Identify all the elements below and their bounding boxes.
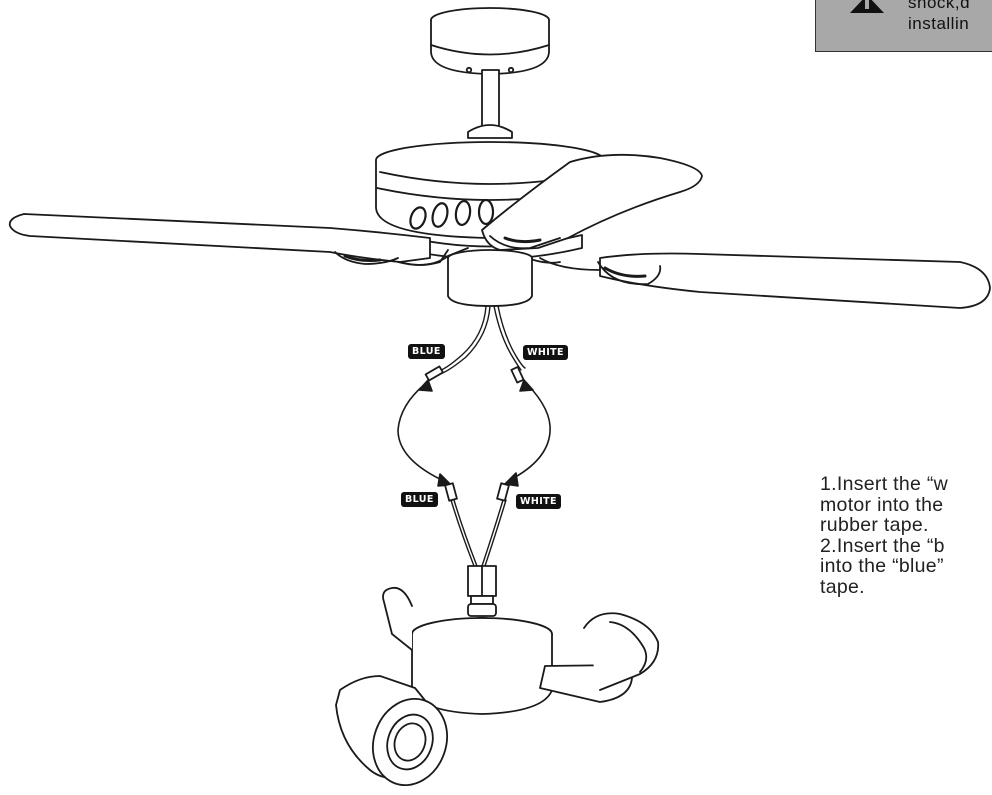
light-kit [335,565,660,787]
warning-text-line: shock,d [908,0,971,12]
ceiling-canopy [430,7,550,75]
kit-wire-label-white: WHITE [516,494,561,509]
fan-connector-white [510,366,525,384]
motor-vent-slots [409,198,495,230]
connection-arrows [397,379,551,487]
fan-blade-right [539,252,991,309]
instruction-line: tape. [820,575,865,598]
instruction-line: 2.Insert the “b [820,534,945,557]
instruction-line: rubber tape. [820,514,929,536]
fan-blade-front [481,153,703,251]
kit-wire-label-blue: BLUE [401,492,438,507]
instruction-line: into the “blue” [820,555,944,577]
warning-text-line: installin [908,14,970,33]
kit-connector-blue [444,482,458,502]
instruction-line: motor into the [820,493,944,516]
fan-wire-label-white: WHITE [523,345,568,360]
fan-wires [435,305,526,375]
wiring-instructions: 1.Insert the “w motor into the rubber ta… [820,474,992,597]
switch-housing-cup [447,249,533,307]
kit-wires [450,499,507,567]
downrod [467,69,513,139]
kit-connector-white [496,482,510,502]
fan-connector-blue [424,365,444,382]
warning-triangle-icon [850,0,884,13]
warning-box: shock,d installin [815,0,992,52]
instruction-line: 1.Insert the “w [820,473,949,495]
fan-blade-left [8,213,449,266]
fan-wire-label-blue: BLUE [408,344,445,359]
